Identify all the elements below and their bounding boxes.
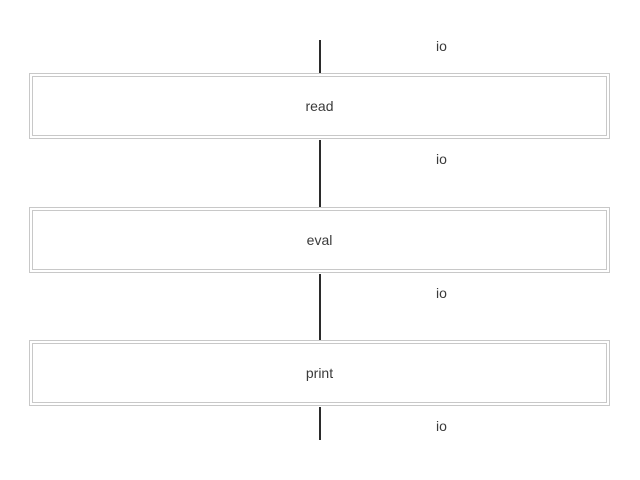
edge-label-read-eval: io	[436, 151, 447, 167]
stage-read: read	[29, 73, 610, 139]
connector-top	[319, 40, 321, 73]
connector-eval-print	[319, 274, 321, 340]
stage-print: print	[29, 340, 610, 406]
edge-label-output: io	[436, 418, 447, 434]
stage-label-read: read	[305, 98, 334, 114]
edge-label-eval-print: io	[436, 285, 447, 301]
connector-bottom	[319, 407, 321, 440]
stage-label-print: print	[305, 365, 334, 381]
stage-eval: eval	[29, 207, 610, 273]
edge-label-input: io	[436, 38, 447, 54]
connector-read-eval	[319, 140, 321, 207]
stage-label-eval: eval	[306, 232, 333, 248]
